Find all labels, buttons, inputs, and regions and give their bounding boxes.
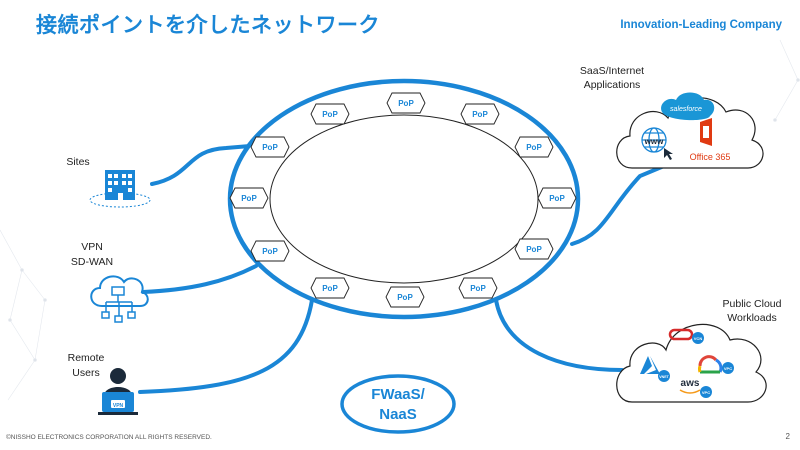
link-remote [138, 298, 314, 394]
pop-node: PoP [460, 103, 500, 125]
pop-label: PoP [470, 284, 486, 293]
pop-ring-inner [269, 114, 539, 284]
www-label: www [644, 137, 664, 146]
pop-node: PoP [458, 277, 498, 299]
aws-smile-icon [679, 389, 701, 394]
pop-node: PoP [514, 238, 554, 260]
remote-user-icon: VPN [98, 368, 138, 415]
network-cloud-icon [90, 275, 149, 323]
pop-node: PoP [250, 136, 290, 158]
public-cloud: VCN VNET VPC aws VPC [616, 323, 767, 403]
pop-label: PoP [322, 110, 338, 119]
oracle-icon [668, 328, 694, 341]
naas-label: NaaS [379, 406, 417, 423]
building-icon [89, 170, 151, 208]
vpn-screen-label: VPN [113, 403, 124, 409]
applications-label: Applications [584, 79, 641, 91]
pop-node: PoP [250, 240, 290, 262]
link-saas [570, 164, 666, 246]
sites-label: Sites [66, 156, 89, 168]
pop-label: PoP [241, 194, 257, 203]
pop-nodes: PoP PoP PoP PoP PoP PoP PoP PoP PoP PoP PoP PoP [229, 92, 577, 308]
copyright-footer: ©NISSHO ELECTRONICS CORPORATION ALL RIGH… [6, 434, 212, 441]
decor-network-left [0, 229, 47, 401]
globe-icon [641, 127, 667, 153]
remote-label: Remote [68, 352, 105, 364]
cursor-icon [664, 148, 673, 160]
pop-label: PoP [397, 293, 413, 302]
fwaas-label: FWaaS/ [371, 386, 425, 403]
aws-logo: aws [681, 378, 700, 389]
pop-label: PoP [262, 143, 278, 152]
office365-label: Office 365 [690, 152, 731, 162]
azure-icon [640, 356, 660, 374]
pop-label: PoP [526, 143, 542, 152]
vpn-label: VPN [81, 241, 103, 253]
pop-node: PoP [229, 187, 269, 209]
vcn-badge: VCN [694, 336, 703, 341]
pop-label: PoP [526, 245, 542, 254]
salesforce-logo: salesforce [661, 92, 715, 121]
saas-label: SaaS/Internet [580, 65, 644, 77]
connection-lines [138, 144, 666, 394]
pop-node: PoP [537, 187, 577, 209]
workloads-label: Workloads [727, 312, 776, 324]
pop-label: PoP [472, 110, 488, 119]
users-label: Users [72, 367, 99, 379]
saas-cloud: salesforce www Office 365 [616, 92, 764, 169]
pop-node: PoP [310, 103, 350, 125]
pop-node: PoP [386, 92, 426, 114]
decor-network-right [773, 39, 800, 122]
page-title: 接続ポイントを介したネットワーク [36, 13, 380, 37]
pop-label: PoP [398, 99, 414, 108]
link-vpn [141, 264, 258, 294]
page-number: 2 [785, 432, 790, 441]
gcp-vpc-badge: VPC [724, 366, 732, 371]
svg-text:salesforce: salesforce [670, 106, 702, 113]
pop-label: PoP [322, 284, 338, 293]
pop-node: PoP [310, 277, 350, 299]
link-sites [150, 144, 252, 186]
pop-node: PoP [385, 286, 425, 308]
pop-node: PoP [514, 136, 554, 158]
sdwan-label: SD-WAN [71, 256, 113, 268]
office-icon [700, 118, 712, 146]
gcp-icon [697, 355, 723, 374]
link-cloud [494, 298, 624, 372]
pop-label: PoP [262, 247, 278, 256]
brand-text: Innovation-Leading Company [620, 19, 782, 31]
fwaas-naas-badge: FWaaS/ NaaS [340, 374, 456, 434]
aws-vpc-badge: VPC [702, 390, 710, 395]
pop-label: PoP [549, 194, 565, 203]
vnet-badge: VNET [659, 375, 669, 379]
public-cloud-label: Public Cloud [723, 298, 782, 310]
